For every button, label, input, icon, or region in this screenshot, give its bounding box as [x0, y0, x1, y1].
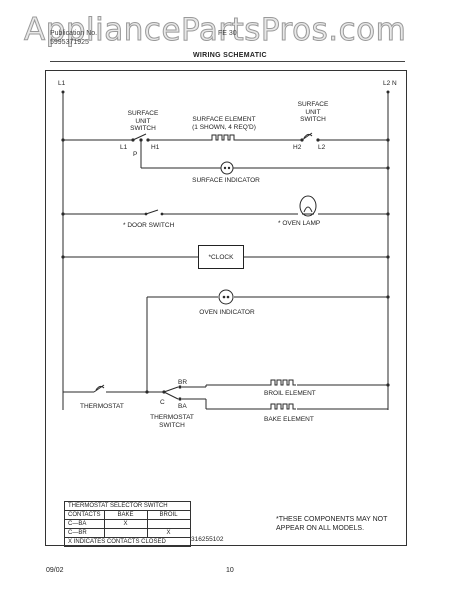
table-cell: C—BA [64, 519, 105, 529]
table-row: C—BR X [64, 528, 191, 538]
footer-date: 09/02 [46, 567, 64, 574]
terminal-l1: L1 [120, 144, 128, 151]
table-cell [146, 519, 191, 529]
table-cell: C—BR [64, 528, 105, 538]
page-number: 10 [226, 567, 234, 574]
oven-lamp-label: * OVEN LAMP [278, 220, 321, 227]
line-l1-label: L1 [58, 80, 66, 87]
table-row: C—BA X [64, 519, 191, 529]
page-title: WIRING SCHEMATIC [193, 52, 267, 59]
drawing-number: 316255102 [191, 536, 224, 543]
terminal-l2: L2 [318, 144, 326, 151]
surface-switch-left-label: SURFACE UNIT SWITCH [127, 110, 159, 132]
terminal-h2: H2 [293, 144, 302, 151]
oven-lamp-bulb [299, 195, 317, 217]
oven-indicator-label: OVEN INDICATOR [199, 309, 255, 316]
thermostat-selector-table: THERMOSTAT SELECTOR SWITCH CONTACTS BAKE… [64, 501, 191, 547]
models-note: *THESE COMPONENTS MAY NOT APPEAR ON ALL … [276, 516, 388, 532]
selector-header-broil: BROIL [146, 510, 191, 520]
surface-indicator-label: SURFACE INDICATOR [192, 177, 260, 184]
publication-number: 5995371925 [50, 39, 89, 46]
surface-element-label: SURFACE ELEMENT (1 SHOWN, 4 REQ'D) [192, 116, 256, 131]
door-switch-label: * DOOR SWITCH [123, 222, 175, 229]
clock-label: *CLOCK [208, 253, 234, 261]
selector-header-bake: BAKE [103, 510, 148, 520]
table-cell: X [103, 519, 148, 529]
table-cell [103, 528, 148, 538]
clock-box: *CLOCK [198, 245, 244, 269]
selector-table-title: THERMOSTAT SELECTOR SWITCH [64, 501, 191, 511]
terminal-ba: BA [178, 403, 187, 410]
selector-header-contacts: CONTACTS [64, 510, 105, 520]
terminal-c: C [160, 399, 165, 406]
terminal-h1: H1 [151, 144, 160, 151]
watermark: AppliancePartsPros.com [23, 12, 407, 49]
thermostat-switch-label: THERMOSTAT SWITCH [150, 414, 194, 429]
oven-indicator-lamp [218, 289, 234, 305]
thermostat-label: THERMOSTAT [80, 403, 124, 410]
publication-label: Publication No. [50, 30, 98, 37]
table-cell: X [146, 528, 191, 538]
bake-element-label: BAKE ELEMENT [264, 416, 314, 423]
terminal-br: BR [178, 379, 188, 386]
model-code: FE 30 [218, 30, 237, 37]
surface-indicator-lamp [220, 161, 234, 175]
line-l2-label: L2 N [383, 80, 397, 87]
header-rule [50, 61, 405, 62]
broil-element-label: BROIL ELEMENT [264, 390, 316, 397]
selector-table-footnote: X INDICATES CONTACTS CLOSED [64, 537, 191, 547]
terminal-p: P [133, 151, 138, 158]
diagram-frame [45, 70, 407, 546]
surface-switch-right-label: SURFACE UNIT SWITCH [297, 101, 329, 123]
